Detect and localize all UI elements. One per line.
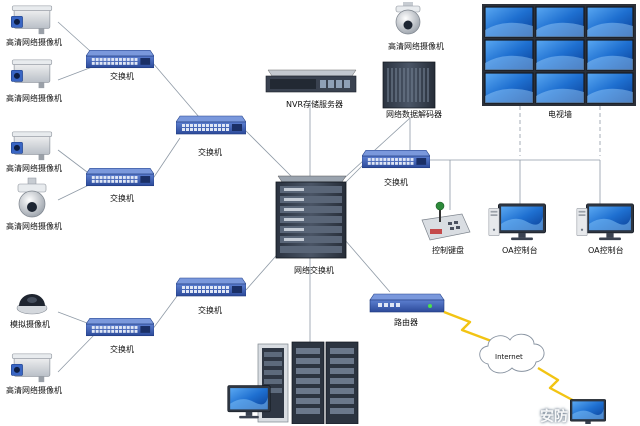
hd-dome-camera-top — [395, 2, 421, 35]
label-switch-4: 交换机 — [198, 306, 222, 315]
label-switch-1: 交换机 — [110, 72, 134, 81]
analog-dome-camera — [16, 294, 48, 315]
hd-camera-4 — [10, 353, 53, 383]
label-switch-6: 交换机 — [384, 178, 408, 187]
internet-cloud — [479, 333, 545, 374]
storage-server-rack-2 — [291, 341, 325, 424]
hd-camera-3 — [10, 131, 53, 161]
switch-2 — [176, 115, 246, 135]
video-wall-dashed-links — [519, 106, 601, 156]
label-hd-camera-5: 高清网络摄像机 — [6, 386, 62, 395]
oa-console-monitor-2 — [585, 203, 635, 241]
remote-monitor — [569, 399, 607, 424]
wan-link-lightning — [443, 310, 495, 344]
core-network-switch — [275, 175, 347, 259]
label-video-wall: 电视墙 — [548, 110, 572, 119]
hd-camera-1 — [10, 5, 53, 35]
label-analog-camera: 模拟摄像机 — [10, 320, 50, 329]
label-nvr: NVR存储服务器 — [286, 100, 344, 109]
label-control-keyboard: 控制键盘 — [432, 246, 464, 255]
switch-6 — [362, 149, 430, 169]
oa-console-monitor-1 — [497, 203, 547, 241]
label-router: 路由器 — [394, 318, 418, 327]
label-switch-2: 交换机 — [198, 148, 222, 157]
label-hd-camera-2: 高清网络摄像机 — [6, 94, 62, 103]
label-hd-camera-top: 高清网络摄像机 — [388, 42, 444, 51]
switch-4 — [176, 277, 246, 297]
label-oa-console-1: OA控制台 — [502, 246, 538, 255]
label-core-switch: 网络交换机 — [294, 266, 334, 275]
storage-server-rack-3 — [325, 341, 359, 424]
switch-5 — [86, 317, 154, 337]
label-switch-3: 交换机 — [110, 194, 134, 203]
switch-1 — [86, 49, 154, 69]
oa-console-tower-1 — [488, 207, 500, 237]
watermark-text: 安防 — [540, 409, 568, 425]
label-hd-camera-3: 高清网络摄像机 — [6, 164, 62, 173]
oa-console-tower-2 — [576, 207, 588, 237]
nvr-storage-server — [265, 69, 357, 93]
router — [369, 293, 445, 313]
wan-link-lightning-2 — [537, 366, 581, 406]
switch-3 — [86, 167, 154, 187]
label-hd-camera-4: 高清网络摄像机 — [6, 222, 62, 231]
hd-dome-camera-left — [17, 177, 47, 218]
control-keyboard — [421, 201, 471, 241]
label-hd-camera-1: 高清网络摄像机 — [6, 38, 62, 47]
hd-camera-2 — [10, 59, 53, 89]
video-wall — [482, 4, 636, 106]
label-decoder: 网络数据解码器 — [386, 110, 442, 119]
label-oa-console-2: OA控制台 — [588, 246, 624, 255]
label-internet: Internet — [495, 353, 523, 361]
network-decoder — [382, 61, 436, 109]
label-switch-5: 交换机 — [110, 345, 134, 354]
